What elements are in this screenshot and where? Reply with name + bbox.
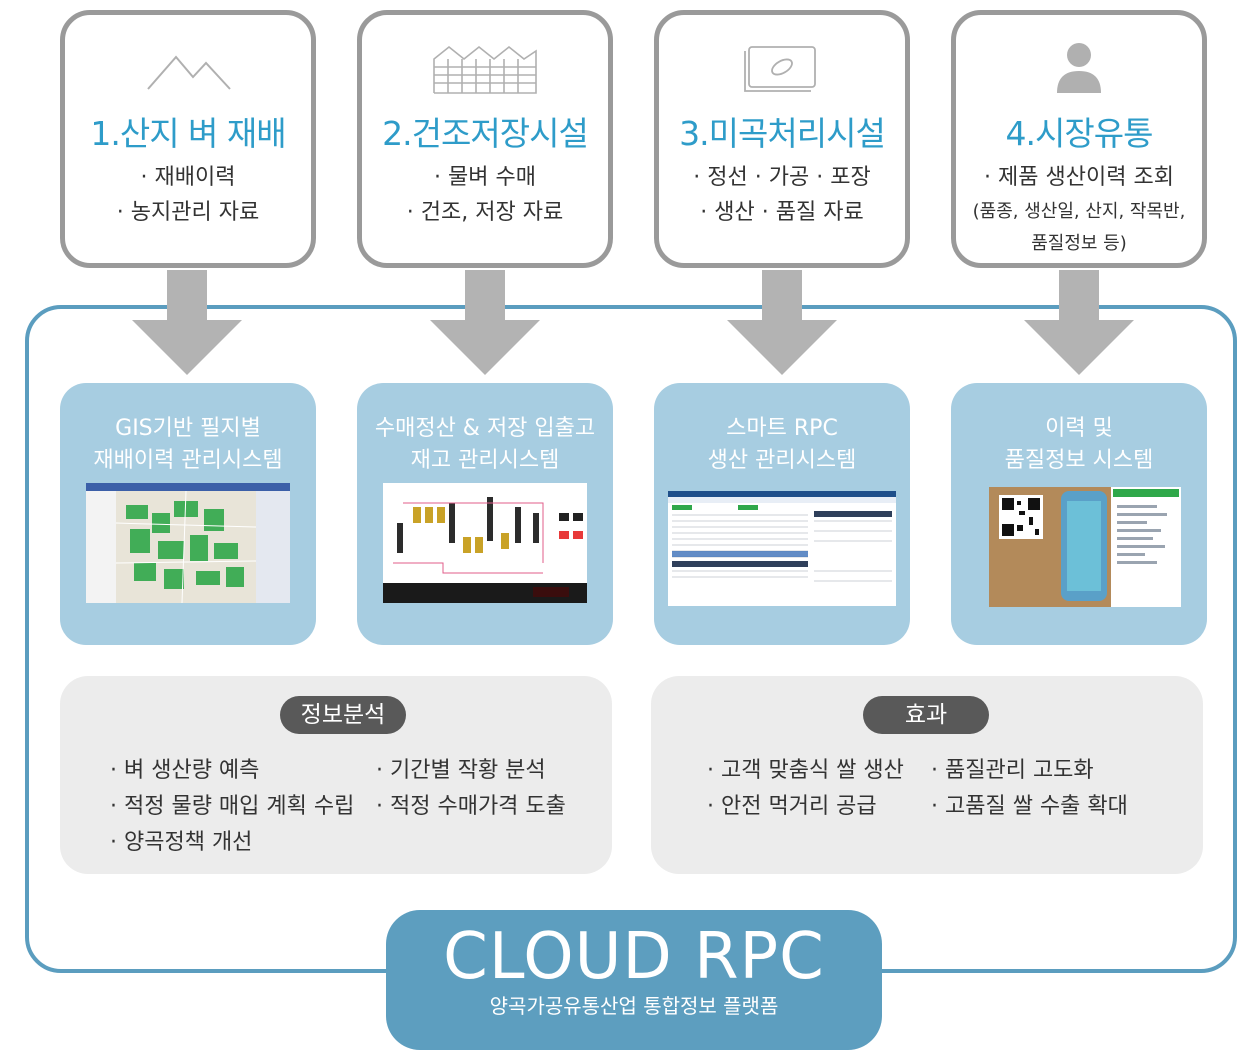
stage-line: · 생산 · 품질 자료 [700, 200, 864, 225]
stage-card-market: 4.시장유통 · 제품 생산이력 조회 (품종, 생산일, 산지, 작목반, 품… [951, 10, 1207, 268]
down-arrow-icon [132, 270, 242, 375]
stage-title: 1.산지 벼 재배 [90, 114, 286, 153]
mobile-qr-screenshot [989, 487, 1181, 607]
stage-line: · 제품 생산이력 조회 [984, 165, 1174, 190]
platform-subtitle: 양곡가공유통산업 통합정보 플랫폼 [489, 994, 779, 1018]
down-arrow-icon [430, 270, 540, 375]
analysis-item: · 양곡정책 개선 [110, 830, 253, 855]
platform-name: CLOUD RPC [443, 920, 825, 994]
analysis-item: · 기간별 작황 분석 [376, 758, 546, 783]
gis-map-screenshot [86, 483, 290, 603]
mountain-icon [65, 37, 311, 97]
stage-line: 품질정보 등) [1031, 233, 1127, 254]
analysis-item: · 벼 생산량 예측 [110, 758, 260, 783]
system-title: 품질정보 시스템 [1004, 448, 1154, 473]
analysis-label: 정보분석 [280, 696, 406, 734]
down-arrow-icon [1024, 270, 1134, 375]
stage-line: · 정선 · 가공 · 포장 [693, 165, 871, 190]
effects-item: · 고품질 쌀 수출 확대 [931, 794, 1128, 819]
system-title: 재고 관리시스템 [410, 448, 560, 473]
stage-title: 4.시장유통 [1005, 114, 1154, 153]
system-title: 이력 및 [1045, 416, 1113, 441]
effects-label: 효과 [863, 696, 989, 734]
stage-title: 3.미곡처리시설 [679, 114, 886, 153]
person-icon [956, 37, 1202, 97]
system-card-gis: GIS기반 필지별 재배이력 관리시스템 [60, 383, 316, 645]
stage-card-processing: 3.미곡처리시설 · 정선 · 가공 · 포장 · 생산 · 품질 자료 [654, 10, 910, 268]
effects-item: · 고객 맞춤식 쌀 생산 [707, 758, 904, 783]
analysis-panel: 정보분석 · 벼 생산량 예측 · 기간별 작황 분석 · 적정 물량 매입 계… [60, 676, 612, 874]
stage-card-storage: 2.건조저장시설 · 물벼 수매 · 건조, 저장 자료 [357, 10, 613, 268]
system-title: 스마트 RPC [726, 416, 838, 441]
stage-line: · 농지관리 자료 [116, 200, 260, 225]
stage-line: · 물벼 수매 [434, 165, 536, 190]
stage-card-cultivation: 1.산지 벼 재배 · 재배이력 · 농지관리 자료 [60, 10, 316, 268]
system-title: 생산 관리시스템 [707, 448, 857, 473]
system-title: 재배이력 관리시스템 [93, 448, 283, 473]
cloud-rpc-badge: CLOUD RPC 양곡가공유통산업 통합정보 플랫폼 [386, 910, 882, 1050]
plant-diagram-screenshot [383, 483, 587, 603]
stage-line: (품종, 생산일, 산지, 작목반, [972, 201, 1186, 222]
down-arrow-icon [727, 270, 837, 375]
storage-building-icon [362, 37, 608, 97]
rice-grain-icon [659, 37, 905, 97]
system-card-traceability: 이력 및 품질정보 시스템 [951, 383, 1207, 645]
system-card-rpc: 스마트 RPC 생산 관리시스템 [654, 383, 910, 645]
stage-line: · 재배이력 [140, 165, 236, 190]
effects-panel: 효과 · 고객 맞춤식 쌀 생산 · 품질관리 고도화 · 안전 먹거리 공급 … [651, 676, 1203, 874]
effects-item: · 안전 먹거리 공급 [707, 794, 877, 819]
stage-line: · 건조, 저장 자료 [406, 200, 564, 225]
production-table-screenshot [668, 491, 896, 606]
analysis-item: · 적정 수매가격 도출 [376, 794, 566, 819]
system-title: 수매정산 & 저장 입출고 [374, 416, 596, 441]
system-title: GIS기반 필지별 [115, 416, 261, 441]
stage-title: 2.건조저장시설 [382, 114, 589, 153]
effects-item: · 품질관리 고도화 [931, 758, 1094, 783]
system-card-storage: 수매정산 & 저장 입출고 재고 관리시스템 [357, 383, 613, 645]
analysis-item: · 적정 물량 매입 계획 수립 [110, 794, 355, 819]
